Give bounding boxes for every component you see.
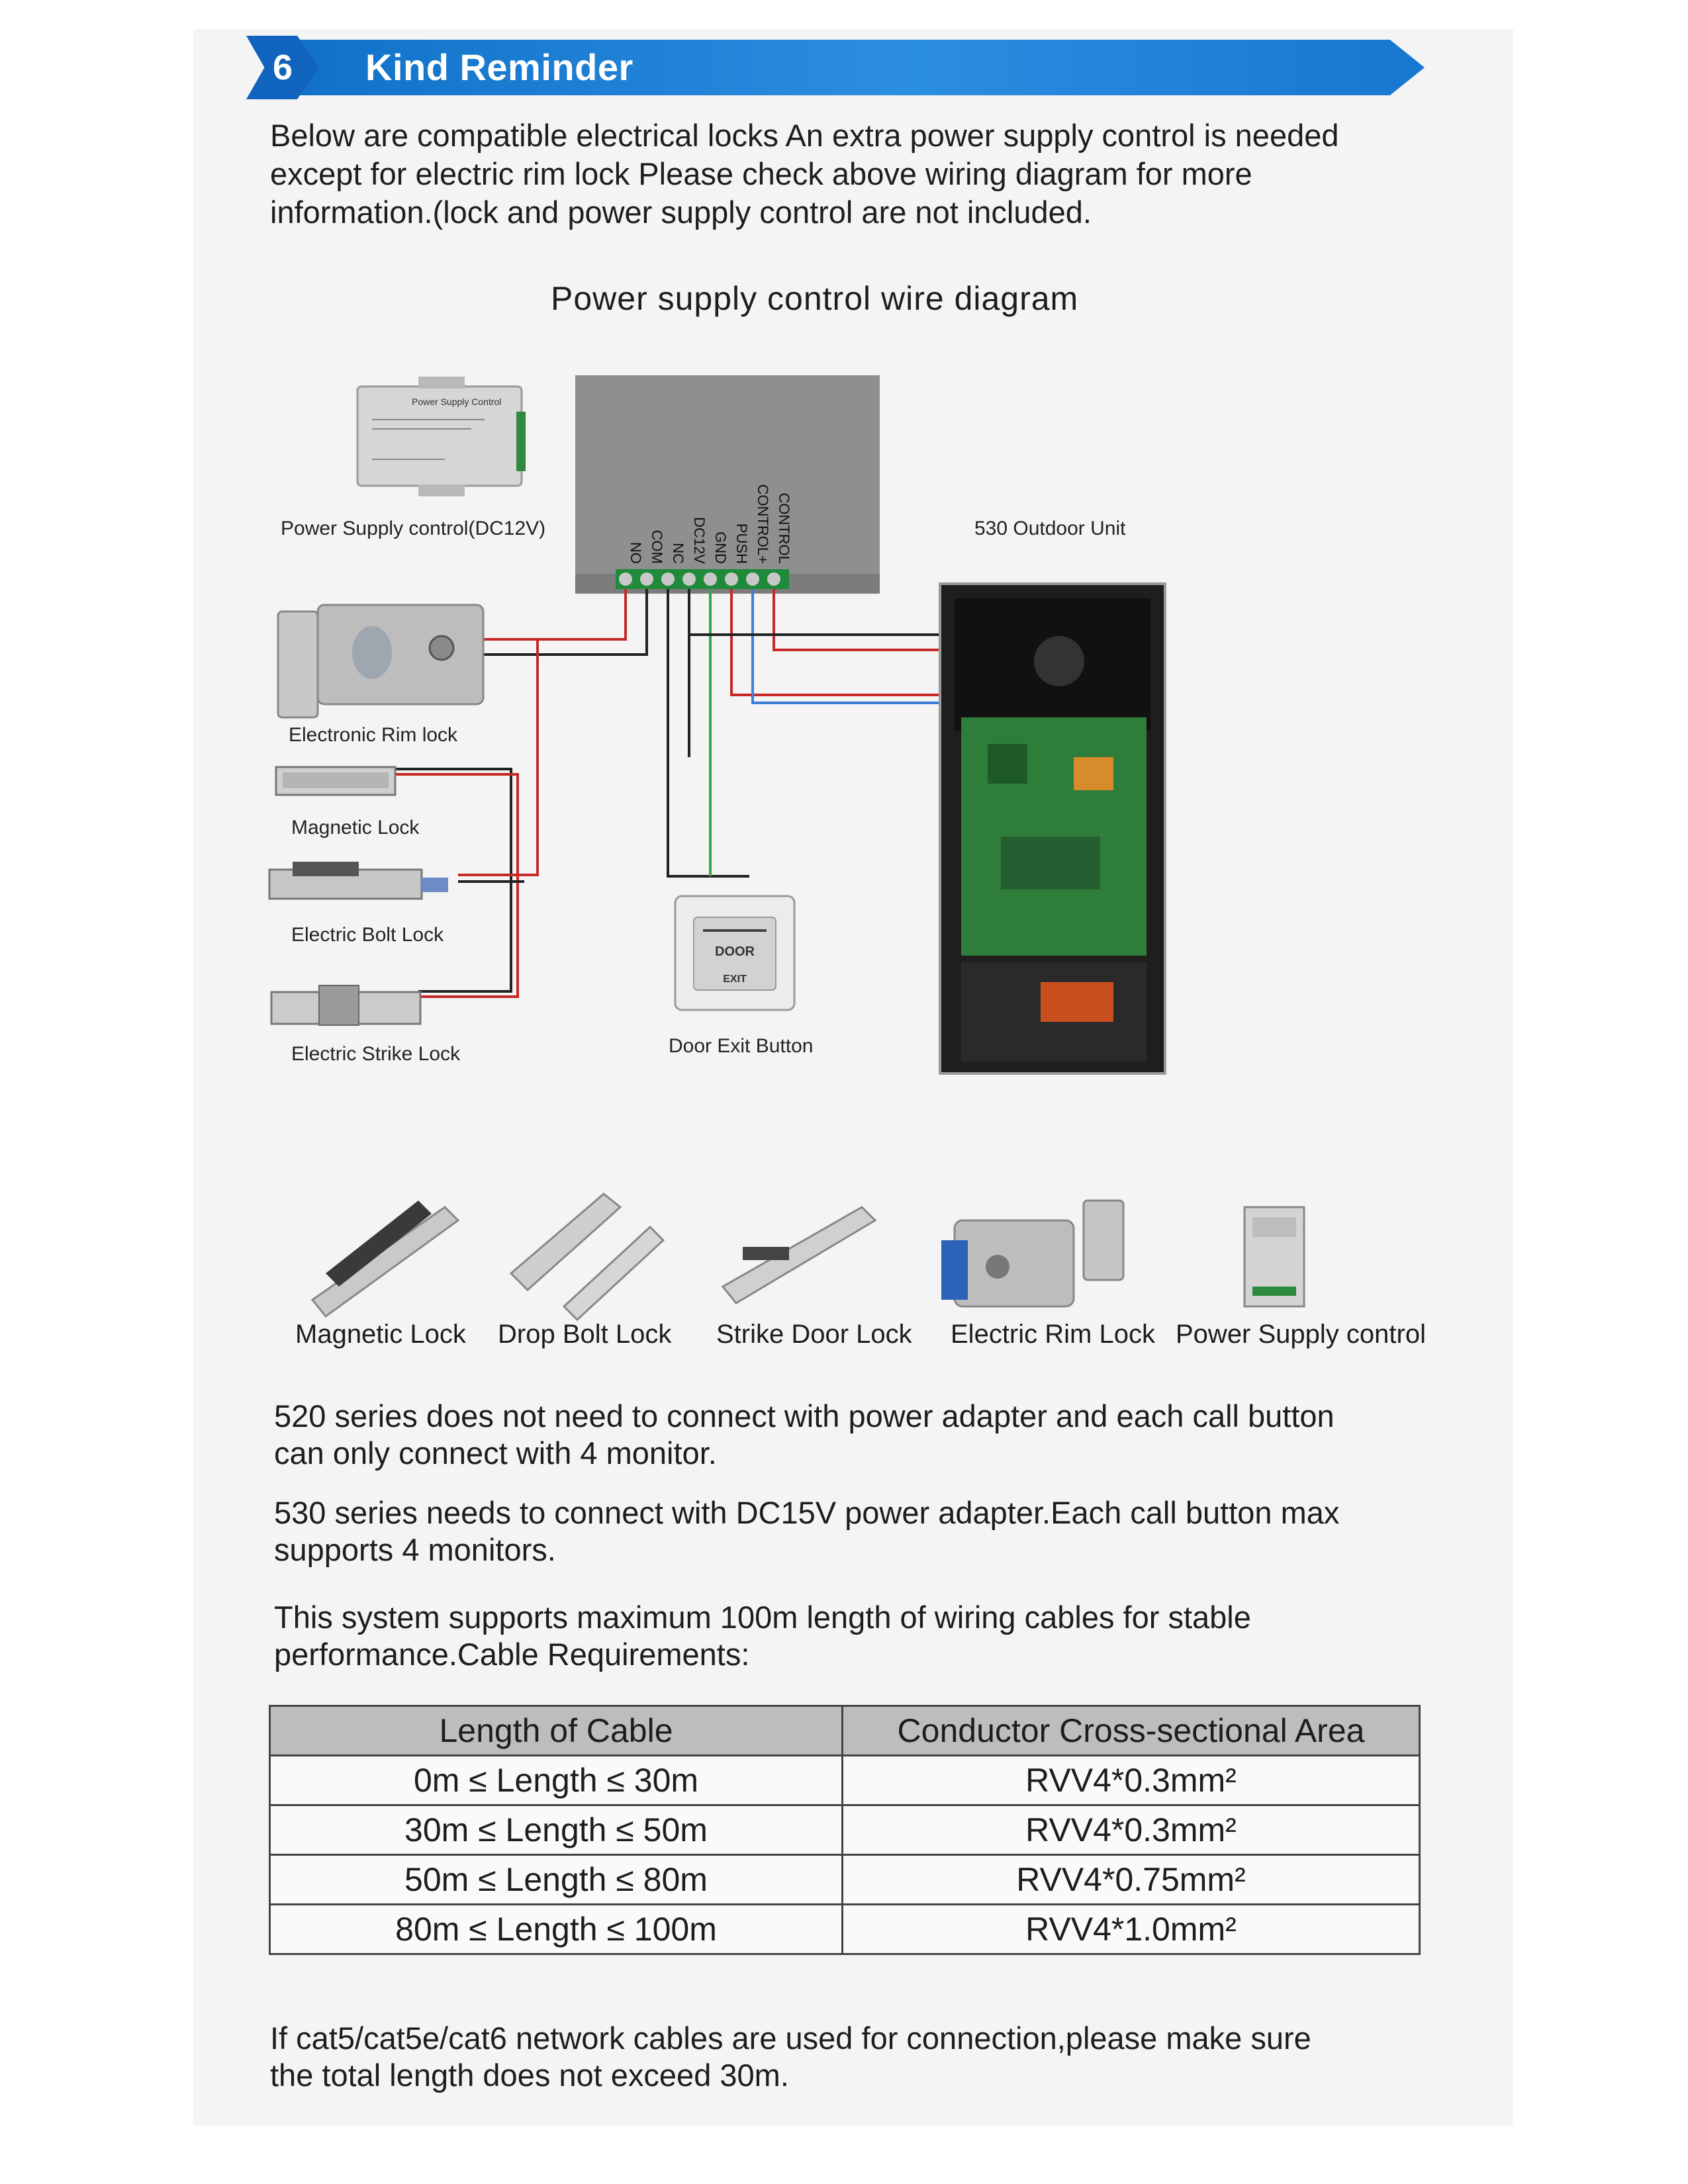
footnote-line: If cat5/cat5e/cat6 network cables are us… xyxy=(270,2021,1311,2056)
table-cell: 30m ≤ Length ≤ 50m xyxy=(269,1804,843,1856)
electronic-rim-lock-image xyxy=(277,604,485,719)
note-530-series: 530 series needs to connect with DC15V p… xyxy=(274,1494,1466,1569)
lock-caption-magnetic: Magnetic Lock xyxy=(291,817,420,839)
table-header-row: Length of Cable Conductor Cross-sectiona… xyxy=(269,1705,1421,1756)
diagram-title: Power supply control wire diagram xyxy=(551,280,1079,317)
table-row: 80m ≤ Length ≤ 100m RVV4*1.0mm² xyxy=(269,1903,1421,1955)
terminal-label: COM xyxy=(649,530,665,564)
note-520-series: 520 series does not need to connect with… xyxy=(274,1398,1466,1472)
exit-button-caption: Door Exit Button xyxy=(669,1035,814,1057)
gallery-power-supply-image xyxy=(1243,1206,1305,1308)
gallery-label: Magnetic Lock xyxy=(295,1320,466,1349)
section-title: Kind Reminder xyxy=(365,46,633,88)
intro-line: Below are compatible electrical locks An… xyxy=(270,118,1339,153)
table-header: Conductor Cross-sectional Area xyxy=(841,1705,1421,1756)
gallery-label: Drop Bolt Lock xyxy=(498,1320,672,1349)
intro-line: except for electric rim lock Please chec… xyxy=(270,156,1252,191)
table-row: 30m ≤ Length ≤ 50m RVV4*0.3mm² xyxy=(269,1804,1421,1856)
gallery-electric-rim-lock-image xyxy=(941,1199,1125,1308)
table-cell: RVV4*0.3mm² xyxy=(841,1804,1421,1856)
gallery-label: Electric Rim Lock xyxy=(951,1320,1155,1349)
table-cell: 0m ≤ Length ≤ 30m xyxy=(269,1754,843,1806)
note-line: This system supports maximum 100m length… xyxy=(274,1600,1251,1635)
terminal-label: NC xyxy=(670,543,686,564)
magnetic-lock-image xyxy=(275,766,397,796)
table-header: Length of Cable xyxy=(269,1705,843,1756)
electric-bolt-lock-image xyxy=(268,862,448,900)
intro-paragraph: Below are compatible electrical locks An… xyxy=(270,116,1448,232)
gallery-label: Power Supply control xyxy=(1176,1320,1426,1349)
gallery-label: Strike Door Lock xyxy=(716,1320,912,1349)
gallery-magnetic-lock-image xyxy=(310,1201,460,1318)
wiring-diagram: Power Supply Control NO COM NC DC12V xyxy=(268,375,1166,1075)
cable-requirements-table: Length of Cable Conductor Cross-sectiona… xyxy=(269,1705,1421,1955)
gallery-strike-door-lock-image xyxy=(721,1206,877,1304)
controller-box: NO COM NC DC12V GND PUSH CONTROL+ CONTRO… xyxy=(575,375,880,594)
terminal-label: NO xyxy=(628,542,644,564)
note-cable-intro: This system supports maximum 100m length… xyxy=(274,1599,1466,1673)
lock-caption-bolt: Electric Bolt Lock xyxy=(291,924,444,946)
note-line: 520 series does not need to connect with… xyxy=(274,1398,1335,1433)
door-exit-button-image: DOOR EXIT xyxy=(674,895,796,1011)
electric-strike-lock-image xyxy=(270,985,422,1026)
exit-button-bottom-text: EXIT xyxy=(723,974,747,985)
table-row: 50m ≤ Length ≤ 80m RVV4*0.75mm² xyxy=(269,1854,1421,1905)
table-cell: RVV4*0.3mm² xyxy=(841,1754,1421,1806)
terminal-label: DC12V xyxy=(691,517,708,564)
terminal-label: CONTROL+ xyxy=(755,484,771,564)
power-supply-caption: Power Supply control(DC12V) xyxy=(281,518,546,539)
terminal-label: CONTROL xyxy=(776,492,792,564)
footnote-line: the total length does not exceed 30m. xyxy=(270,2058,789,2093)
table-cell: RVV4*1.0mm² xyxy=(841,1903,1421,1955)
note-line: 530 series needs to connect with DC15V p… xyxy=(274,1495,1340,1530)
section-banner: 6 Kind Reminder xyxy=(246,33,1425,102)
table-cell: 50m ≤ Length ≤ 80m xyxy=(269,1854,843,1905)
power-supply-plate-text: Power Supply Control xyxy=(412,396,501,407)
banner-bar xyxy=(273,40,1425,95)
intro-line: information.(lock and power supply contr… xyxy=(270,195,1092,230)
gallery-drop-bolt-lock-image xyxy=(509,1193,665,1322)
outdoor-unit-caption: 530 Outdoor Unit xyxy=(974,518,1126,539)
note-line: performance.Cable Requirements: xyxy=(274,1637,750,1672)
footnote: If cat5/cat5e/cat6 network cables are us… xyxy=(270,2020,1311,2094)
power-supply-unit-image: Power Supply Control xyxy=(356,377,526,496)
lock-caption-strike: Electric Strike Lock xyxy=(291,1043,461,1065)
terminal-label: GND xyxy=(712,531,729,564)
note-line: can only connect with 4 monitor. xyxy=(274,1435,717,1471)
table-cell: RVV4*0.75mm² xyxy=(841,1854,1421,1905)
outdoor-unit-image xyxy=(939,582,1166,1075)
terminal-label: PUSH xyxy=(733,523,750,564)
note-line: supports 4 monitors. xyxy=(274,1532,556,1567)
table-row: 0m ≤ Length ≤ 30m RVV4*0.3mm² xyxy=(269,1754,1421,1806)
manual-page: 6 Kind Reminder Below are compatible ele… xyxy=(193,29,1513,2126)
terminal-block xyxy=(616,569,789,589)
lock-caption-rim: Electronic Rim lock xyxy=(289,724,458,746)
table-cell: 80m ≤ Length ≤ 100m xyxy=(269,1903,843,1955)
exit-button-top-text: DOOR xyxy=(715,944,755,959)
